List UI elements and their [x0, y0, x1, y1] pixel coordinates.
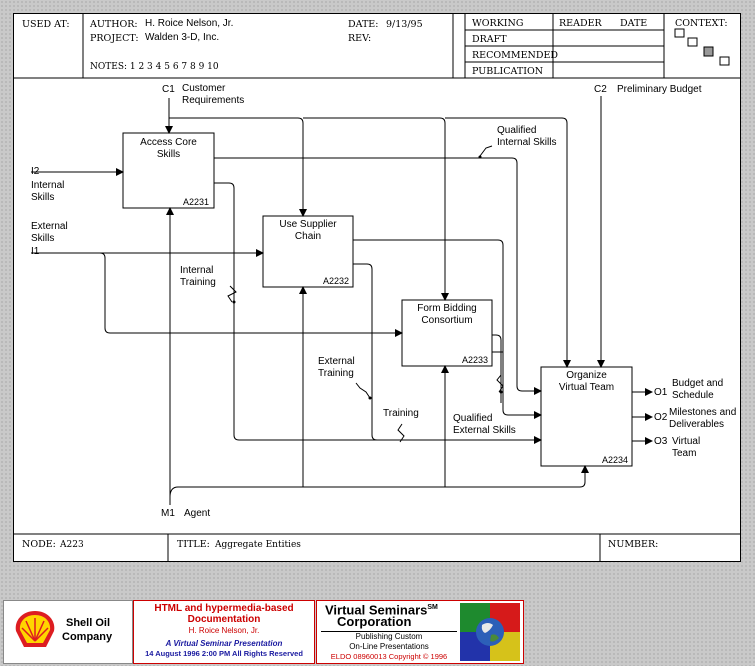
- o1-label-line1: Budget and: [672, 378, 724, 389]
- project-label: PROJECT:: [90, 33, 139, 44]
- box-a2234-title-line2: Virtual Team: [558, 382, 615, 393]
- m1-code: M1: [161, 508, 175, 519]
- documentation-panel[interactable]: HTML and hypermedia-based Documentation …: [133, 600, 315, 664]
- external-training-label-line1: External: [318, 356, 355, 367]
- box-a2233-title-line1: Form Bidding: [417, 303, 477, 314]
- c2-code: C2: [594, 84, 607, 95]
- virtual-seminars-panel[interactable]: Virtual SeminarsSM Corporation Publishin…: [316, 600, 524, 664]
- service-mark: SM: [427, 604, 438, 611]
- context-icon: [674, 28, 730, 66]
- earth-globe-icon: [460, 603, 520, 661]
- shell-logo-icon: [15, 611, 55, 647]
- shell-name-line1: Shell Oil: [66, 617, 111, 629]
- internal-training-label-line2: Training: [180, 277, 216, 288]
- header-grid: [13, 13, 741, 562]
- notes: NOTES: 1 2 3 4 5 6 7 8 9 10: [90, 62, 219, 72]
- doc-title-line2: Documentation: [187, 614, 261, 625]
- vs-name-line2: Corporation: [337, 614, 412, 629]
- o2-label-line2: Deliverables: [669, 419, 725, 430]
- o3-label-line1: Virtual: [672, 436, 701, 447]
- title-label: TITLE:: [177, 539, 210, 550]
- vs-divider: [321, 631, 457, 632]
- status-draft: DRAFT: [472, 34, 507, 45]
- i1-label-line1: External: [31, 221, 68, 232]
- box-a2231-id: A2231: [183, 197, 210, 207]
- o3-code: O3: [654, 436, 668, 447]
- context-label: CONTEXT:: [675, 18, 728, 29]
- vs-tagline-line2: On-Line Presentations: [349, 642, 429, 651]
- author-value: H. Roice Nelson, Jr.: [145, 18, 234, 29]
- i2-label-line2: Skills: [31, 192, 55, 203]
- external-training-label-line2: Training: [318, 368, 354, 379]
- doc-title-line1: HTML and hypermedia-based: [154, 603, 294, 614]
- used-at-label: USED AT:: [22, 19, 70, 30]
- o2-label-line1: Milestones and: [669, 407, 737, 418]
- status-recommended: RECOMMENDED: [472, 50, 559, 61]
- node-value: A223: [60, 540, 84, 550]
- doc-presentation: A Virtual Seminar Presentation: [165, 639, 283, 648]
- o3-label-line2: Team: [672, 448, 697, 459]
- c1-label-line1: Customer: [182, 83, 226, 94]
- vs-tagline-line1: Publishing Custom: [355, 632, 423, 641]
- o1-code: O1: [654, 387, 668, 398]
- idef0-diagram-frame: [13, 13, 741, 562]
- m1-label: Agent: [184, 508, 211, 519]
- i1-code: I1: [31, 246, 40, 257]
- qualified-internal-label-line2: Internal Skills: [497, 137, 557, 148]
- author-label: AUTHOR:: [90, 19, 138, 30]
- i2-label-line1: Internal: [31, 180, 65, 191]
- qualified-external-label-line2: External Skills: [453, 425, 516, 436]
- i2-code: I2: [31, 166, 40, 177]
- reader-label: READER: [559, 18, 602, 29]
- status-publication: PUBLICATION: [472, 66, 544, 77]
- qualified-external-label-line1: Qualified: [453, 413, 493, 424]
- date-label: DATE:: [348, 19, 379, 30]
- shell-logo-panel[interactable]: Shell Oil Company: [3, 600, 133, 664]
- c2-label: Preliminary Budget: [617, 84, 702, 95]
- doc-author: H. Roice Nelson, Jr.: [188, 626, 260, 635]
- box-a2232-title-line2: Chain: [294, 231, 322, 242]
- node-label: NODE:: [22, 539, 56, 550]
- box-a2231-title-line1: Access Core: [140, 137, 197, 148]
- arrows: [31, 96, 653, 505]
- c1-label-line2: Requirements: [182, 95, 245, 106]
- c1-code: C1: [162, 84, 175, 95]
- activity-boxes: [122, 132, 633, 467]
- doc-date: 14 August 1996 2:00 PM All Rights Reserv…: [145, 649, 303, 658]
- box-a2232-id: A2232: [323, 276, 350, 286]
- junction-dots: [232, 155, 503, 400]
- training-label: Training: [383, 408, 419, 419]
- vs-name-line1: Virtual SeminarsSM: [325, 602, 438, 618]
- shell-name-line2: Company: [62, 631, 113, 643]
- vs-copyright: ELDO 08960013 Copyright © 1996: [330, 652, 448, 661]
- i1-label-line2: Skills: [31, 233, 55, 244]
- box-a2232-title-line1: Use Supplier: [279, 219, 337, 230]
- title-value: Aggregate Entities: [215, 540, 301, 550]
- box-a2234-id: A2234: [602, 455, 629, 465]
- rev-label: REV:: [348, 33, 372, 44]
- box-a2231-title-line2: Skills: [156, 149, 181, 160]
- box-a2233-id: A2233: [462, 355, 489, 365]
- box-a2233-title-line2: Consortium: [421, 315, 473, 326]
- o1-label-line2: Schedule: [672, 390, 714, 401]
- internal-training-label-line1: Internal: [180, 265, 214, 276]
- o2-code: O2: [654, 412, 668, 423]
- number-label: NUMBER:: [608, 539, 659, 550]
- status-working: WORKING: [472, 18, 524, 29]
- box-a2234-title-line1: Organize: [566, 370, 607, 381]
- qualified-internal-label-line1: Qualified: [497, 125, 537, 136]
- date2-label: DATE: [620, 18, 648, 29]
- date-value: 9/13/95: [386, 19, 423, 30]
- project-value: Walden 3-D, Inc.: [145, 32, 220, 43]
